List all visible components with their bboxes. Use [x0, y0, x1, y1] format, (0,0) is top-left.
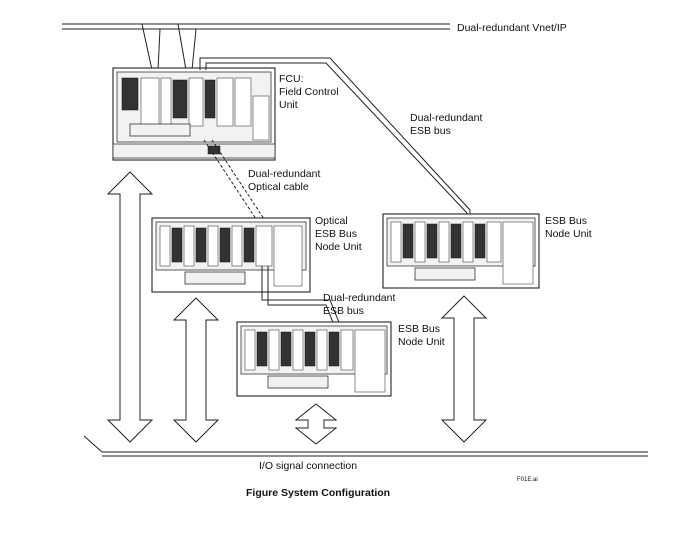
io-arrow-fcu	[106, 171, 154, 443]
esb-bus-mid-label-line2: ESB bus	[323, 305, 364, 317]
fcu-unit	[112, 67, 276, 161]
esb-bus-mid-label-line1: Dual-redundant	[323, 292, 395, 304]
esb-node-right-label-line2: Node Unit	[545, 228, 592, 240]
optical-node-label-line3: Node Unit	[315, 241, 362, 253]
vnet-label: Dual-redundant Vnet/IP	[457, 22, 567, 34]
esb-node-bottom-label-line2: Node Unit	[398, 336, 445, 348]
esb-node-bottom-label-line1: ESB Bus	[398, 323, 440, 335]
esb-bus-mid-cable	[261, 266, 341, 326]
io-arrow-right-node	[440, 295, 488, 443]
esb-bus-top-label-line2: ESB bus	[410, 125, 451, 137]
optical-esb-node-unit	[151, 217, 311, 293]
io-arrow-optical-node	[172, 297, 220, 443]
fcu-label-line2: Field Control	[279, 86, 339, 98]
io-signal-line	[83, 435, 648, 457]
optical-cable-label-line2: Optical cable	[248, 181, 309, 193]
io-arrow-bottom-node	[294, 403, 338, 445]
optical-node-label-line1: Optical	[315, 215, 348, 227]
esb-bus-top-label-line1: Dual-redundant	[410, 112, 482, 124]
esb-node-right-label-line1: ESB Bus	[545, 215, 587, 227]
fcu-label-line3: Unit	[279, 99, 298, 111]
esb-node-unit-bottom	[236, 321, 392, 397]
figure-caption: Figure System Configuration	[246, 487, 390, 499]
esb-node-unit-right	[382, 213, 540, 289]
optical-cable-label-line1: Dual-redundant	[248, 168, 320, 180]
optical-cable	[203, 139, 269, 226]
vnet-bus-line	[62, 23, 450, 71]
fcu-label-line1: FCU:	[279, 73, 304, 85]
figure-id: F01E.ai	[517, 477, 538, 483]
optical-node-label-line2: ESB Bus	[315, 228, 357, 240]
io-connection-label: I/O signal connection	[259, 460, 357, 472]
